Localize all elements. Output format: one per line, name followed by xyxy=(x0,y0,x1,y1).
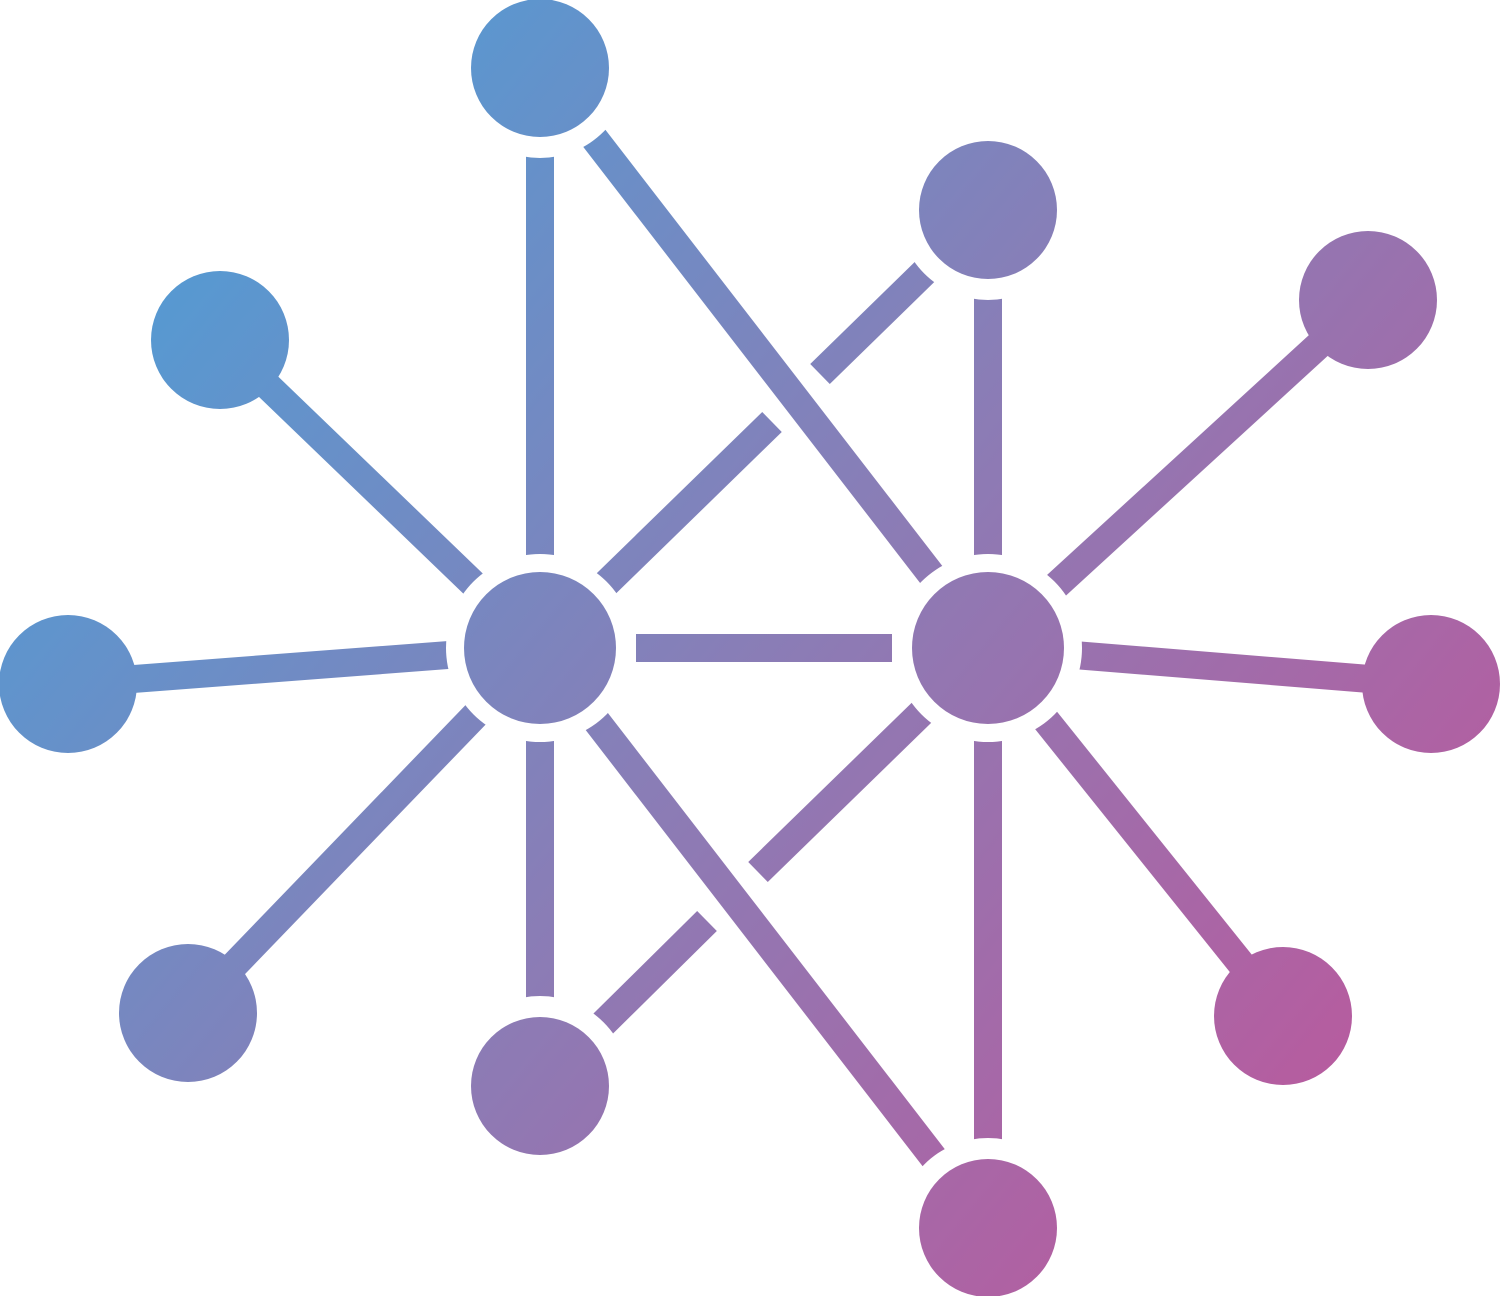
hub-left xyxy=(464,572,616,724)
spoke-top-to-right-hub xyxy=(528,59,1000,657)
node-bottom-right xyxy=(919,1159,1057,1296)
hub-right xyxy=(912,572,1064,724)
node-upper-left xyxy=(151,271,289,409)
node-top xyxy=(471,0,609,137)
node-far-left xyxy=(0,615,137,753)
node-upper-mid xyxy=(919,141,1057,279)
node-far-right xyxy=(1362,615,1500,753)
spoke-left-to-bottom-right xyxy=(528,639,1000,1237)
node-upper-right xyxy=(1299,231,1437,369)
node-lower-left xyxy=(119,944,257,1082)
node-bottom-mid xyxy=(471,1017,609,1155)
node-lower-right xyxy=(1214,947,1352,1085)
